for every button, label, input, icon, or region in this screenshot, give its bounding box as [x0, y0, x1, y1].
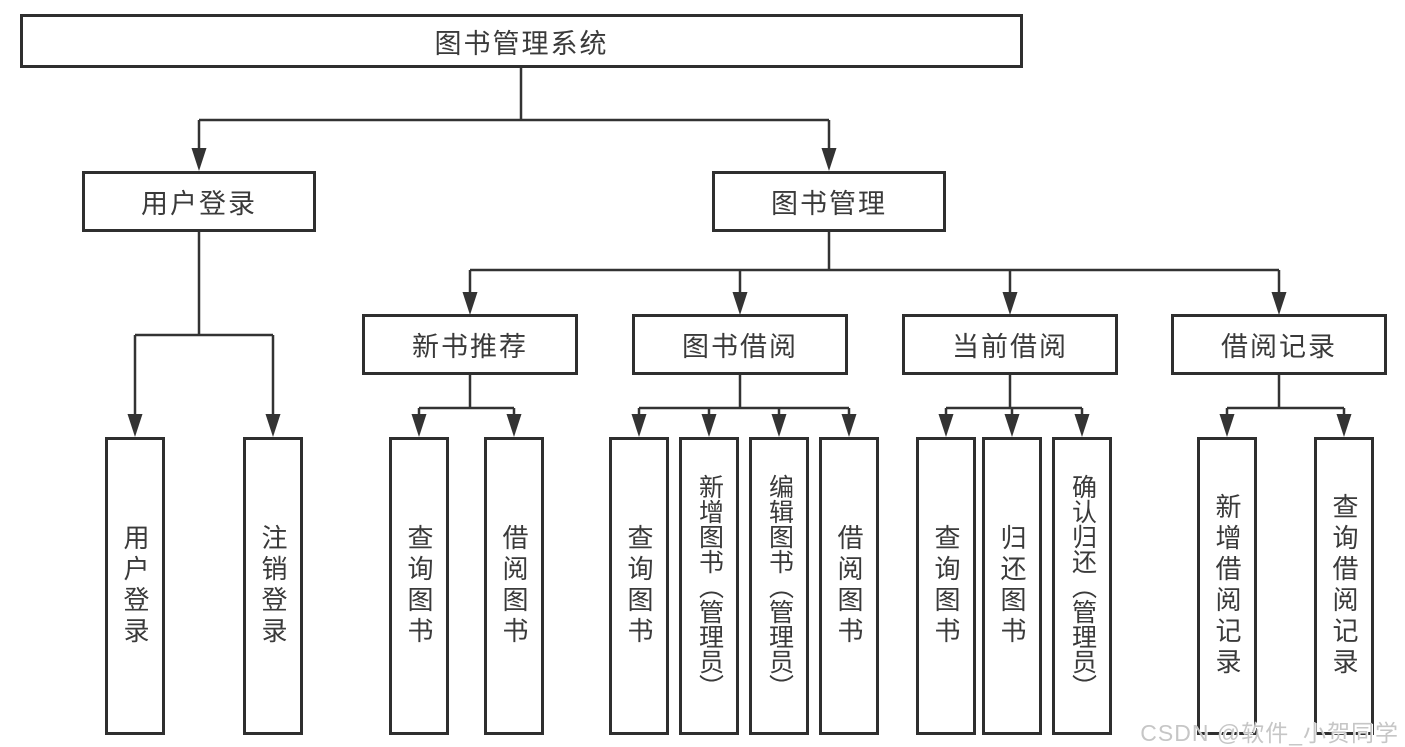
node-user-login: 用户登录	[82, 171, 316, 232]
csdn-watermark: CSDN @软件_小贺同学	[1140, 720, 1399, 746]
node-label: 新书推荐	[412, 332, 528, 362]
leaf-add-borrow-record: 新增借阅记录	[1197, 437, 1257, 735]
leaf-label: 编辑图书（管理员）	[765, 473, 794, 699]
leaf-add-books-admin: 新增图书（管理员）	[679, 437, 739, 735]
leaf-borrow-books: 借阅图书	[484, 437, 544, 735]
leaf-query-books: 查询图书	[916, 437, 976, 735]
node-label: 用户登录	[141, 189, 257, 219]
node-book-borrowing: 图书借阅	[632, 314, 848, 375]
leaf-return-books: 归还图书	[982, 437, 1042, 735]
leaf-label: 新增借阅记录	[1212, 493, 1242, 679]
node-label: 图书管理	[771, 189, 887, 219]
leaf-borrow-books: 借阅图书	[819, 437, 879, 735]
node-new-book-recommendation: 新书推荐	[362, 314, 578, 375]
leaf-label: 查询图书	[404, 524, 434, 648]
leaf-confirm-return-admin: 确认归还（管理员）	[1052, 437, 1112, 735]
node-book-management: 图书管理	[712, 171, 946, 232]
leaf-label: 新增图书（管理员）	[695, 473, 724, 699]
leaf-query-borrow-record: 查询借阅记录	[1314, 437, 1374, 735]
leaf-label: 查询图书	[931, 524, 961, 648]
node-label: 图书管理系统	[434, 28, 609, 59]
leaf-label: 归还图书	[997, 524, 1027, 648]
leaf-label: 用户登录	[120, 524, 150, 648]
leaf-label: 借阅图书	[834, 524, 864, 648]
leaf-label: 查询借阅记录	[1329, 493, 1359, 679]
leaf-label: 查询图书	[624, 524, 654, 648]
leaf-label: 确认归还（管理员）	[1068, 473, 1097, 699]
node-label: 借阅记录	[1221, 332, 1337, 362]
node-label: 图书借阅	[682, 332, 798, 362]
leaf-query-books: 查询图书	[389, 437, 449, 735]
node-library-management-system: 图书管理系统	[20, 14, 1023, 68]
leaf-label: 注销登录	[258, 524, 288, 648]
node-label: 当前借阅	[952, 332, 1068, 362]
arrowhead-icons	[127, 148, 1352, 437]
leaf-user-login: 用户登录	[105, 437, 165, 735]
leaf-query-books: 查询图书	[609, 437, 669, 735]
node-borrowing-records: 借阅记录	[1171, 314, 1387, 375]
leaf-label: 借阅图书	[499, 524, 529, 648]
leaf-edit-books-admin: 编辑图书（管理员）	[749, 437, 809, 735]
node-current-borrowing: 当前借阅	[902, 314, 1118, 375]
leaf-logout-login: 注销登录	[243, 437, 303, 735]
